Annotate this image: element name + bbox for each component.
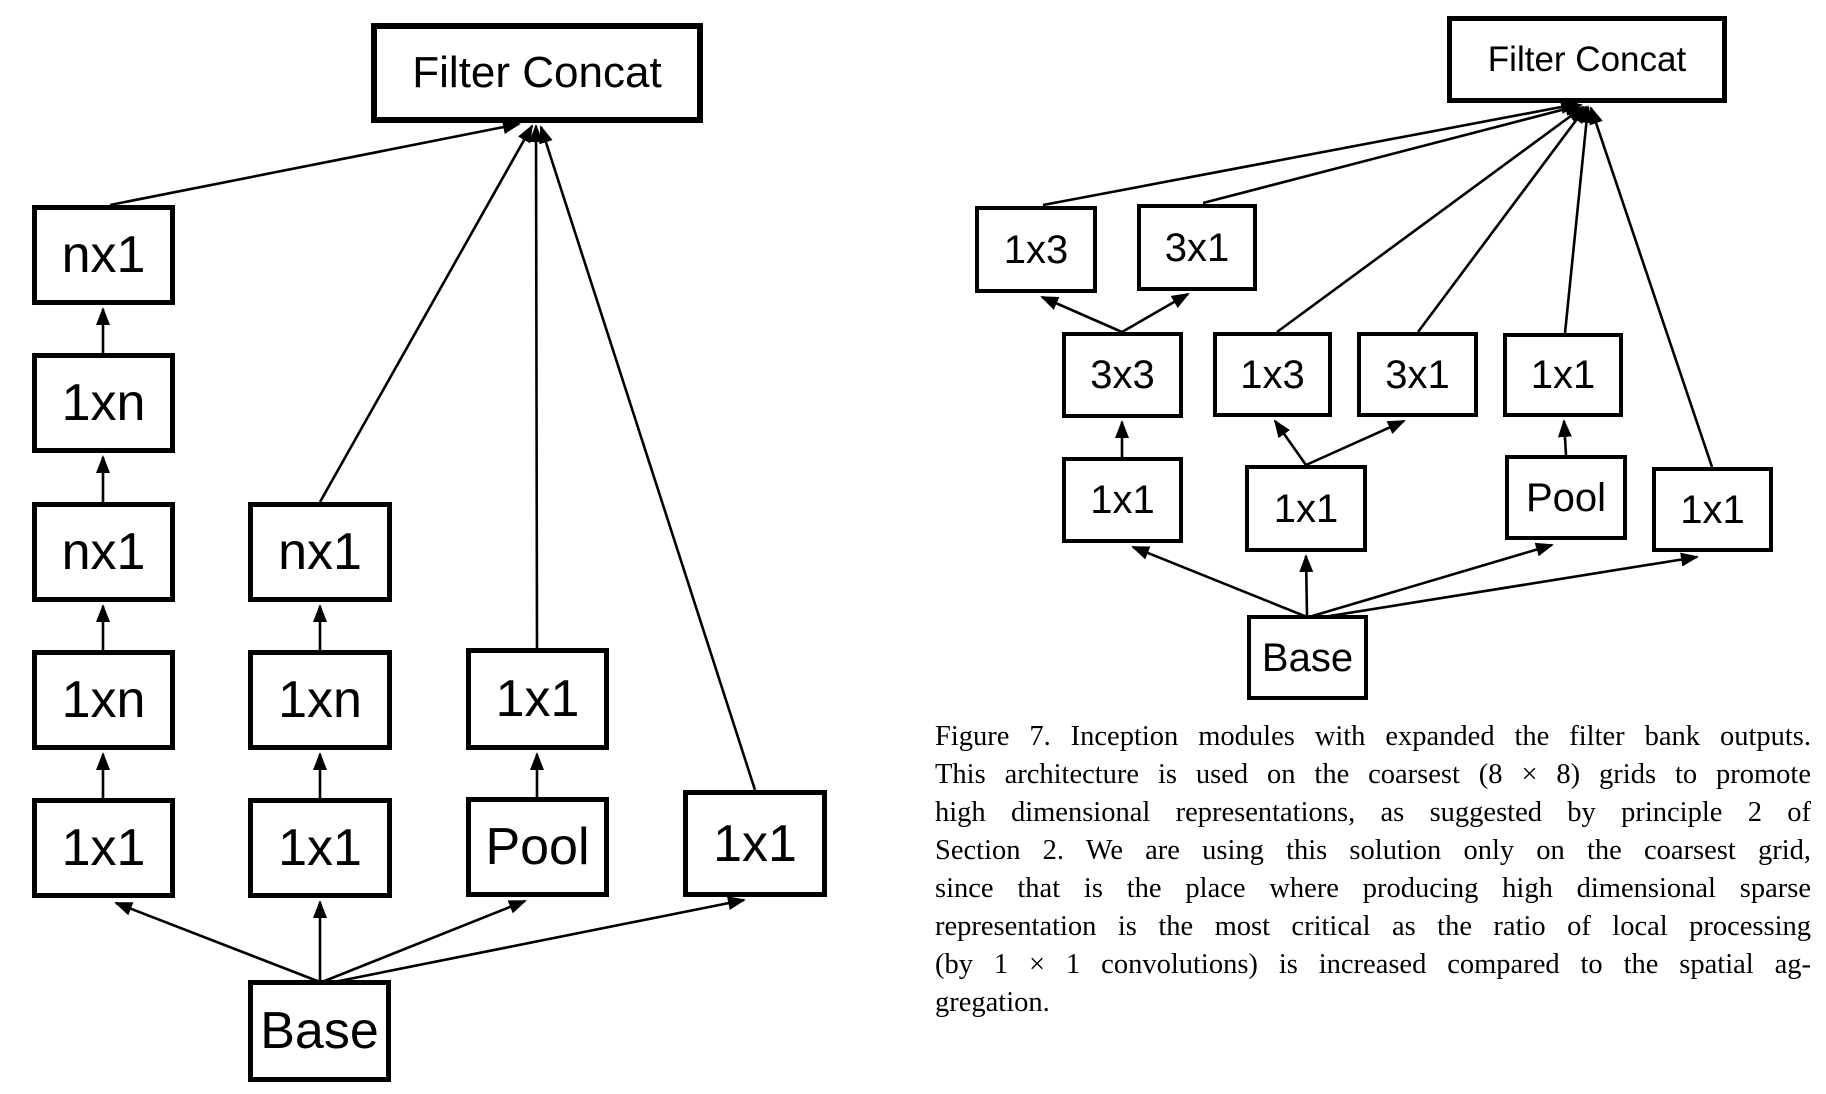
right-row4-1x1-right-node: 1x1 [1652,467,1773,552]
edge-right-1x3b-concat [1276,105,1585,334]
caption-line: Section 2. We are using this solution on… [935,835,1811,866]
edge-left-branch2-to-concat [318,124,534,503]
edge-right-3x3-3x1a [1121,292,1190,334]
left-branch1-1xn-node-2: 1xn [32,650,175,750]
edge-right-3x3-1x3a [1040,295,1123,334]
left-branch1-1x1-node: 1x1 [32,798,175,898]
caption-line: since that is the place where producing … [935,873,1811,904]
edge-right-1x1r3-concat [1563,105,1594,334]
edge-right-3x1a-concat [1202,102,1583,205]
left-branch1-nx1-node: nx1 [32,205,175,305]
edge-right-1x1mid-3x1b [1305,419,1406,467]
left-base-node: Base [248,980,391,1082]
right-row4-1x1-mid-node: 1x1 [1245,465,1367,552]
right-row3-3x1-node: 3x1 [1357,332,1478,417]
left-branch1-1xn-node: 1xn [32,353,175,453]
edge-left-base-pool [321,899,527,984]
figure-caption: Figure 7. Inception modules with expande… [935,718,1811,1022]
caption-line: representation is the most critical as t… [935,911,1811,942]
right-row3-3x3-node: 3x3 [1062,332,1183,418]
edge-right-base-1x1right [1310,552,1699,621]
left-branch1-nx1-node-2: nx1 [32,502,175,602]
right-row3-1x1-node: 1x1 [1503,333,1623,417]
left-branch2-1x1-node: 1x1 [248,798,392,898]
edge-left-base-b1 [114,901,321,984]
left-branch4-1x1-node: 1x1 [683,790,827,897]
right-base-node: Base [1247,615,1368,700]
edge-left-branch4-to-concat [539,125,757,791]
edge-right-1x1r4-concat [1589,106,1714,468]
edge-right-1x3a-concat [1042,100,1579,207]
caption-line: high dimensional representations, as sug… [935,797,1811,828]
caption-line: This architecture is used on the coarses… [935,759,1811,790]
caption-line: Figure 7. Inception modules with expande… [935,721,1811,752]
edge-left-branch1-to-concat [109,120,521,207]
left-branch2-1xn-node: 1xn [248,650,392,750]
edge-left-branch3-to-concat [529,124,544,649]
edge-right-pool-1x1 [1557,419,1572,456]
edge-right-3x1b-concat [1416,105,1588,333]
right-row4-pool-node: Pool [1505,455,1627,540]
right-row3-1x3-node: 1x3 [1213,332,1332,417]
right-filter-concat-node: Filter Concat [1447,16,1727,103]
right-row2-1x3-node: 1x3 [975,206,1097,293]
right-row4-1x1-left-node: 1x1 [1062,457,1183,543]
left-branch3-pool-node: Pool [466,797,609,897]
right-row2-3x1-node: 3x1 [1137,204,1257,291]
caption-line: (by 1 × 1 convolutions) is increased com… [935,949,1811,980]
edge-right-base-1x1mid [1299,554,1314,616]
edge-right-base-1x1left [1131,545,1308,619]
edge-right-base-pool [1308,542,1554,619]
edge-left-base-b4 [323,896,746,986]
left-filter-concat-node: Filter Concat [371,23,703,123]
left-branch2-nx1-node: nx1 [248,502,392,602]
left-branch3-1x1-node: 1x1 [466,648,609,750]
edge-right-1x1mid-1x3b [1273,419,1308,466]
caption-line: gregation. [935,987,1050,1018]
